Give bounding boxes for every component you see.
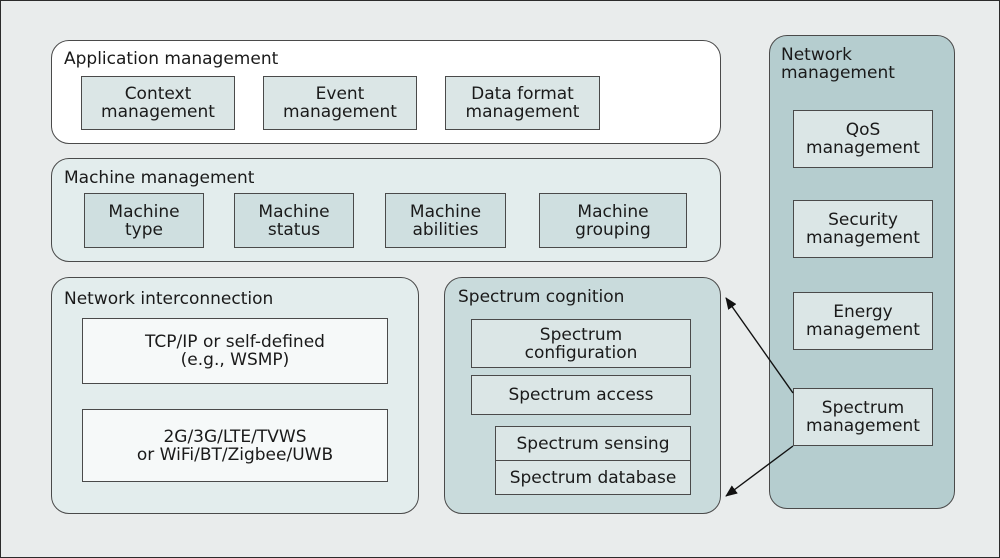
machine-management-panel: Machine management Machine type Machine … bbox=[51, 158, 721, 262]
application-management-title: Application management bbox=[64, 49, 279, 69]
spectrum-configuration-box: Spectrum configuration bbox=[471, 319, 691, 368]
spectrum-database-box: Spectrum database bbox=[495, 460, 691, 495]
machine-management-title: Machine management bbox=[64, 168, 255, 188]
machine-grouping-box: Machine grouping bbox=[539, 193, 687, 248]
data-format-management-box: Data format management bbox=[445, 76, 600, 130]
tcp-ip-box: TCP/IP or self-defined (e.g., WSMP) bbox=[82, 318, 388, 384]
qos-management-box: QoS management bbox=[793, 110, 933, 168]
network-interconnection-panel: Network interconnection TCP/IP or self-d… bbox=[51, 277, 419, 514]
radio-access-box: 2G/3G/LTE/TVWS or WiFi/BT/Zigbee/UWB bbox=[82, 409, 388, 482]
event-management-box: Event management bbox=[263, 76, 417, 130]
application-management-panel: Application management Context managemen… bbox=[51, 40, 721, 144]
spectrum-management-box: Spectrum management bbox=[793, 388, 933, 446]
energy-management-box: Energy management bbox=[793, 292, 933, 350]
context-management-box: Context management bbox=[81, 76, 235, 130]
spectrum-cognition-panel: Spectrum cognition Spectrum configuratio… bbox=[444, 277, 721, 514]
network-interconnection-title: Network interconnection bbox=[64, 289, 274, 309]
security-management-box: Security management bbox=[793, 200, 933, 258]
machine-abilities-box: Machine abilities bbox=[385, 193, 506, 248]
spectrum-cognition-title: Spectrum cognition bbox=[458, 287, 625, 307]
network-management-panel: Network management QoS management Securi… bbox=[769, 35, 955, 509]
spectrum-access-box: Spectrum access bbox=[471, 375, 691, 415]
machine-type-box: Machine type bbox=[84, 193, 204, 248]
machine-status-box: Machine status bbox=[234, 193, 354, 248]
spectrum-sensing-box: Spectrum sensing bbox=[495, 426, 691, 461]
network-management-title: Network management bbox=[781, 45, 895, 83]
